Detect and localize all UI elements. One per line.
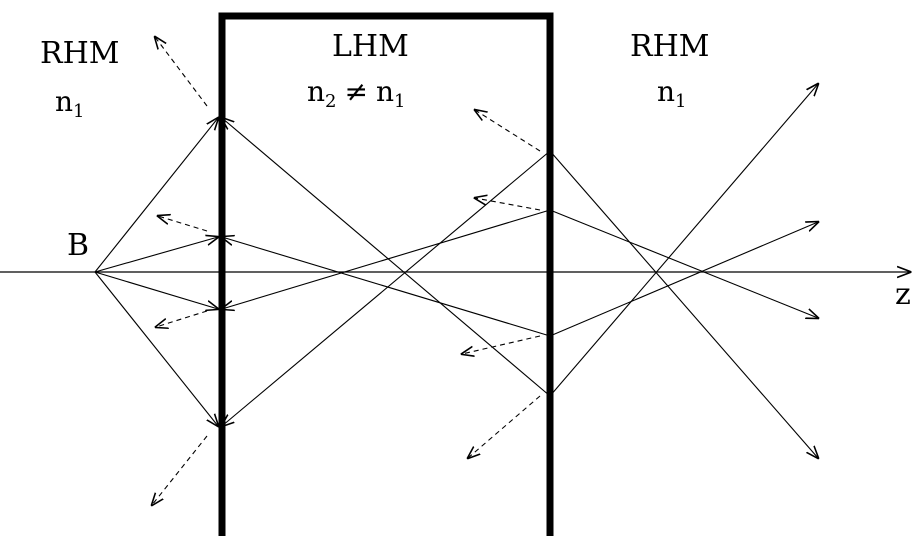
source-label: B	[67, 228, 89, 263]
left-index-sub: 1	[73, 101, 84, 122]
right-index-sub: 1	[675, 91, 686, 112]
transmitted-ray-upper-mid	[549, 209, 818, 318]
right-reflection-top	[475, 110, 541, 152]
internal-ray-mid-lower	[222, 209, 551, 309]
transmitted-ray-lower-mid	[549, 222, 818, 337]
left-reflection-mid-upper	[158, 216, 208, 232]
ray-b-lower	[94, 271, 218, 426]
left-reflection-mid-lower	[156, 310, 208, 327]
z-axis-label: z	[895, 277, 911, 312]
left-medium-label: RHM	[40, 36, 119, 71]
ray-b-mid-upper	[94, 237, 218, 273]
right-medium-label: RHM	[630, 29, 709, 64]
left-reflection-lower	[152, 435, 208, 505]
middle-relation-right-sub: 1	[394, 91, 405, 112]
left-index-base: n	[55, 85, 73, 118]
left-index-label: n1	[55, 85, 85, 122]
internal-ray-mid-upper	[222, 237, 551, 337]
middle-relation-symbol: ≠	[345, 75, 368, 108]
internal-ray-upper	[222, 118, 551, 397]
ray-b-upper	[94, 118, 218, 273]
middle-relation-left-base: n	[307, 75, 325, 108]
internal-ray-lower	[222, 150, 551, 426]
middle-relation-left-sub: 2	[325, 91, 336, 112]
right-reflection-bottom	[468, 395, 541, 458]
transmitted-ray-bottom	[549, 84, 818, 397]
middle-medium-label: LHM	[332, 29, 409, 64]
middle-relation-right-base: n	[376, 75, 394, 108]
ray-b-mid-lower	[94, 271, 218, 309]
right-reflection-upper-mid	[475, 198, 541, 211]
left-reflection-upper	[155, 37, 208, 107]
right-reflection-lower-mid	[462, 335, 541, 354]
right-index-label: n1	[657, 75, 687, 112]
right-index-base: n	[657, 75, 675, 108]
middle-index-relation: n2≠n1	[307, 75, 405, 112]
transmitted-ray-top	[549, 150, 818, 458]
